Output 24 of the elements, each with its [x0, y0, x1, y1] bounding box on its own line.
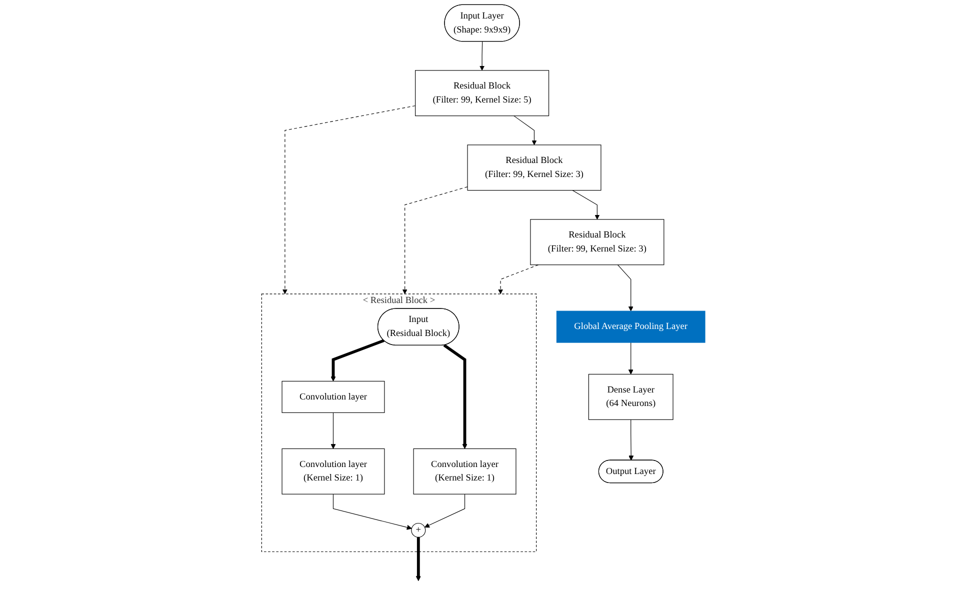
arrow	[416, 537, 422, 582]
arrow	[443, 344, 468, 449]
node-box: Residual Block (Filter: 99, Kernel Size: 3)	[530, 219, 664, 266]
arrow	[514, 116, 537, 146]
arrow	[628, 419, 634, 461]
arrow	[618, 264, 634, 312]
node-box: Global Average Pooling Layer	[556, 310, 706, 343]
node-box: Convolution layer (Kernel Size: 1)	[413, 448, 516, 494]
arrow	[333, 494, 412, 530]
node-box: Residual Block (Filter: 99, Kernel Size: 3)	[467, 144, 602, 191]
arrow	[424, 494, 466, 528]
arrow	[330, 339, 385, 382]
node-box: Dense Layer (64 Neurons)	[588, 374, 674, 420]
arrow	[330, 412, 336, 449]
arrow	[282, 105, 416, 294]
arrow	[402, 186, 468, 294]
arrow	[572, 190, 600, 220]
arrow	[498, 264, 539, 294]
node-box: Convolution layer (Kernel Size: 1)	[282, 448, 385, 494]
node-box: Convolution layer	[282, 380, 385, 413]
arrow	[480, 41, 485, 71]
node-box: Residual Block (Filter: 99, Kernel Size: 5)	[415, 70, 550, 116]
arrow	[628, 342, 634, 374]
node-circle: +	[411, 522, 426, 538]
